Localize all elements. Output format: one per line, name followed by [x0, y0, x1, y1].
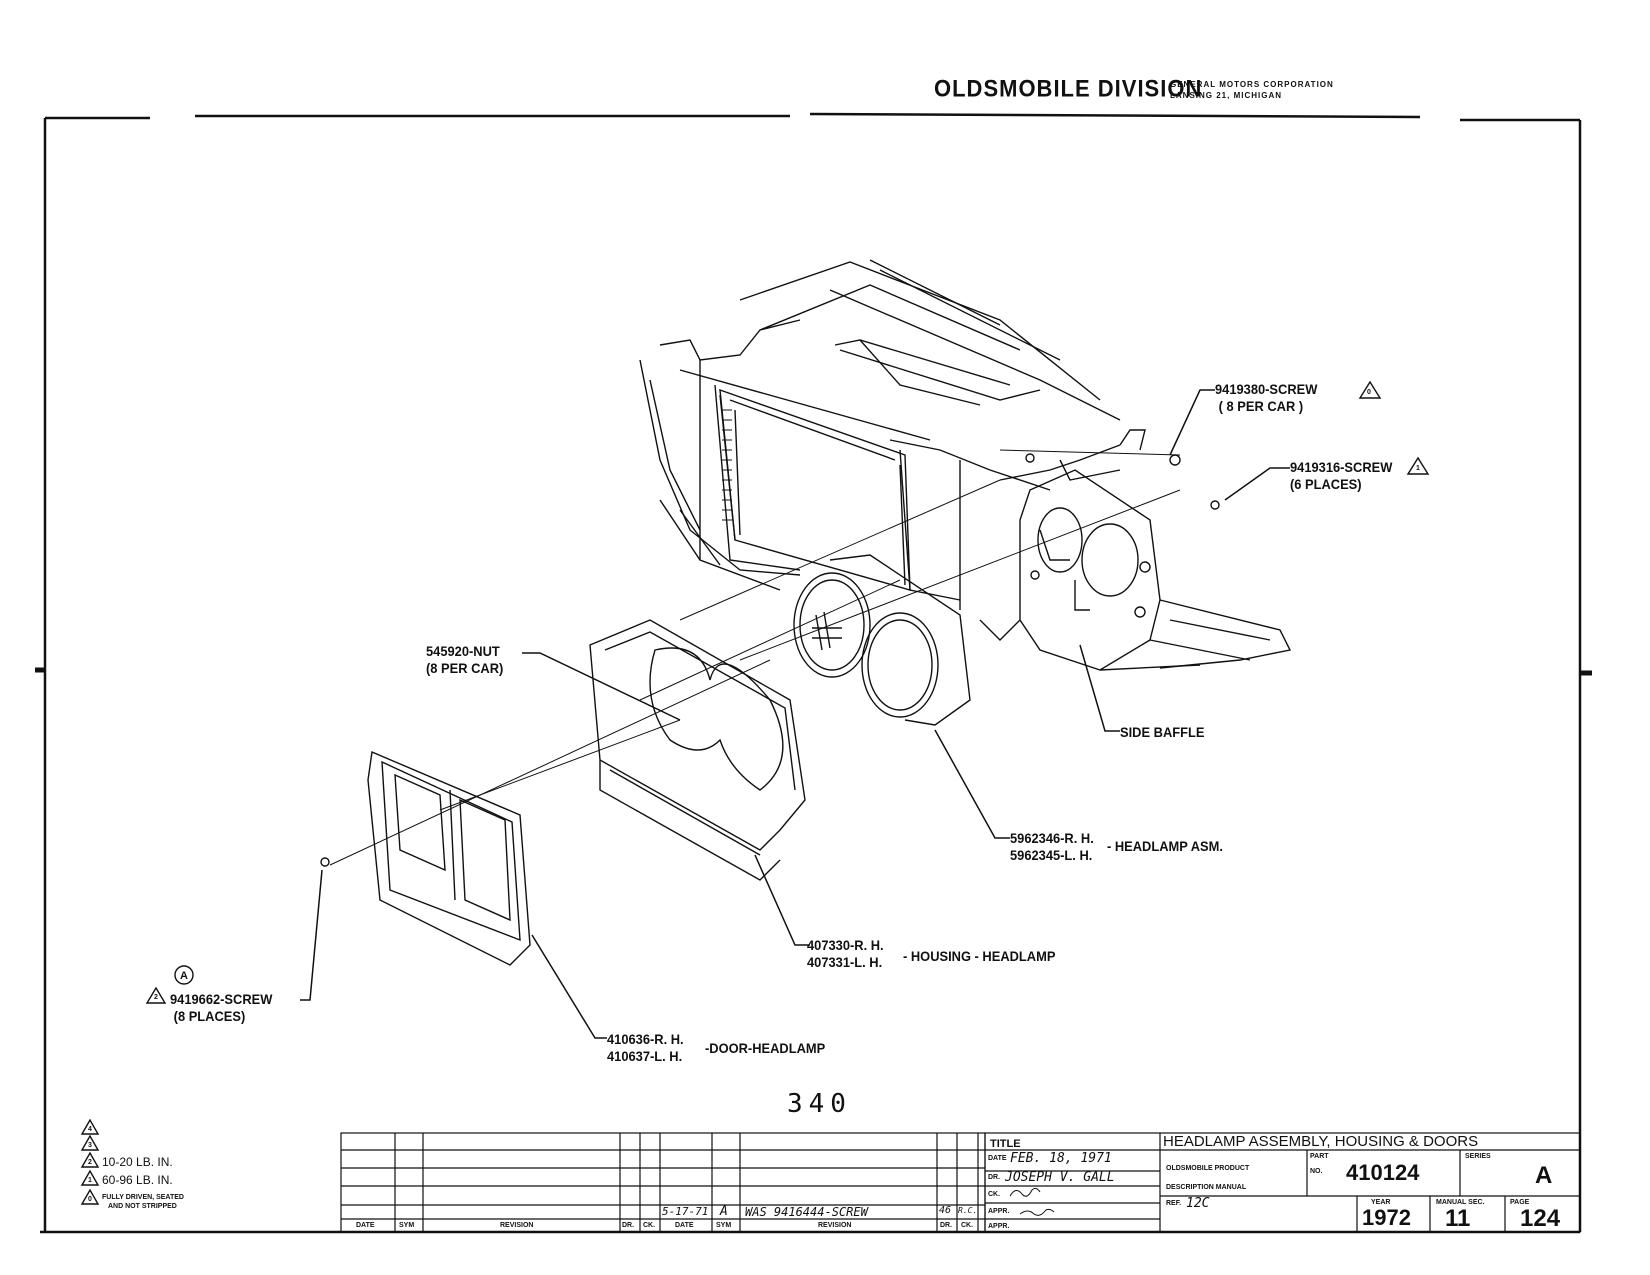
callout-circle-letter: A — [180, 970, 188, 982]
approved-label: APPR. — [988, 1208, 1010, 1215]
series-label: SERIES — [1465, 1153, 1491, 1160]
callout-quantity: (8 PER CAR) — [426, 660, 504, 676]
door-bezel-drawing — [367, 750, 531, 966]
fasteners — [320, 453, 1220, 867]
legend-symbol-3: 3 — [88, 1142, 92, 1149]
ref-label: REF. — [1166, 1200, 1182, 1207]
part-label: PART — [1310, 1153, 1329, 1160]
rev-header-ck: CK. — [643, 1222, 656, 1229]
revision-grid — [340, 1132, 986, 1233]
body-structure — [639, 259, 1292, 671]
callout-housing-name: - HOUSING - HEADLAMP — [903, 948, 1056, 964]
year-value: 1972 — [1362, 1205, 1411, 1230]
headlamp-assembly-drawing — [793, 554, 971, 726]
alignment-lines — [329, 449, 1181, 866]
part-no-label: NO. — [1310, 1168, 1323, 1175]
callout-screw-9419316: 9419316-SCREW (6 PLACES) — [1290, 459, 1392, 493]
series-letter: A — [1535, 1162, 1553, 1189]
callout-screw-9419380: 9419380-SCREW ( 8 PER CAR ) — [1215, 381, 1317, 415]
grille-lines — [722, 409, 732, 521]
checked-label: CK. — [988, 1191, 1001, 1198]
drawn-by-label: DR. — [988, 1174, 1001, 1181]
division-title: OLDSMOBILE DIVISION — [934, 74, 1203, 103]
torque-symbol-0: 0 — [1367, 389, 1371, 396]
rev-entry-dr: 46 — [939, 1205, 952, 1216]
callout-quantity: (6 PLACES) — [1290, 476, 1362, 492]
corporation-name: GENERAL MOTORS CORPORATION — [1170, 80, 1334, 89]
page-value: 124 — [1520, 1205, 1561, 1232]
legend-symbol-4: 4 — [88, 1126, 92, 1133]
drawing-date: FEB. 18, 1971 — [1010, 1151, 1112, 1166]
rev-header-date-2: DATE — [675, 1222, 694, 1229]
approved-label-2: APPR. — [988, 1223, 1010, 1230]
rev-header-ck-2: CK. — [961, 1222, 974, 1229]
drawn-by: JOSEPH V. GALL — [1005, 1170, 1115, 1185]
callout-door: 410636-R. H. 410637-L. H. — [607, 1031, 684, 1065]
callout-part-number: 9419380-SCREW — [1215, 381, 1318, 397]
callout-headlamp-name: - HEADLAMP ASM. — [1107, 838, 1223, 854]
legend-torque-2: 10-20 LB. IN. — [102, 1155, 173, 1169]
corporation-location: LANSING 21, MICHIGAN — [1170, 91, 1283, 100]
callout-nut-545920: 545920-NUT (8 PER CAR) — [426, 643, 503, 677]
drawing-title: HEADLAMP ASSEMBLY, HOUSING & DOORS — [1163, 1133, 1479, 1150]
rev-header-date: DATE — [356, 1222, 375, 1229]
part-number: 410124 — [1346, 1160, 1420, 1185]
manual-section-value: 11 — [1445, 1205, 1471, 1232]
title-block-grid — [984, 1132, 1581, 1233]
legend-not-stripped: AND NOT STRIPPED — [108, 1203, 177, 1210]
legend-symbol-1: 1 — [88, 1177, 92, 1184]
callout-side-baffle: SIDE BAFFLE — [1120, 724, 1204, 741]
page-stamp: 340 — [787, 1089, 852, 1119]
torque-symbol-1: 1 — [1416, 465, 1420, 472]
rev-entry-date: 5-17-71 — [662, 1205, 709, 1218]
callout-rh-part: 5962346-R. H. — [1010, 830, 1094, 846]
date-label: DATE — [988, 1155, 1007, 1162]
callout-symbols — [145, 380, 1430, 1004]
rev-header-dr: DR. — [622, 1222, 635, 1229]
callout-screw-9419662: 9419662-SCREW (8 PLACES) — [170, 991, 272, 1025]
callout-quantity: (8 PLACES) — [173, 1008, 246, 1024]
callout-quantity: ( 8 PER CAR ) — [1218, 398, 1304, 414]
callout-lh-part: 5962345-L. H. — [1010, 847, 1093, 863]
rev-entry-ck: R.C. — [958, 1206, 978, 1215]
drawing-border — [35, 112, 1592, 1234]
manual-section-label: MANUAL SEC. — [1436, 1199, 1485, 1206]
callout-headlamp-asm: 5962346-R. H. 5962345-L. H. — [1010, 830, 1094, 864]
callout-lh-part: 407331-L. H. — [807, 954, 883, 970]
rev-header-revision: REVISION — [500, 1222, 534, 1229]
torque-symbol-2: 2 — [154, 994, 158, 1001]
manual-name-1: OLDSMOBILE PRODUCT — [1166, 1165, 1250, 1172]
legend-symbol-2: 2 — [88, 1159, 92, 1166]
callout-door-name: -DOOR-HEADLAMP — [705, 1040, 826, 1056]
page-label: PAGE — [1510, 1199, 1530, 1206]
housing-drawing — [589, 619, 806, 881]
ref-value: 12C — [1186, 1196, 1210, 1211]
callout-part-number: 9419662-SCREW — [170, 991, 273, 1007]
rev-header-sym-2: SYM — [716, 1222, 732, 1229]
legend-fully-driven: FULLY DRIVEN, SEATED — [102, 1194, 184, 1201]
rev-header-revision-2: REVISION — [818, 1222, 852, 1229]
legend-symbol-0: 0 — [88, 1196, 92, 1203]
year-label: YEAR — [1371, 1199, 1391, 1206]
callout-lh-part: 410637-L. H. — [607, 1048, 683, 1064]
legend-torque-1: 60-96 LB. IN. — [102, 1173, 173, 1187]
callout-rh-part: 407330-R. H. — [807, 937, 884, 953]
callout-housing: 407330-R. H. 407331-L. H. — [807, 937, 884, 971]
callout-rh-part: 410636-R. H. — [607, 1031, 684, 1047]
callout-part-number: 545920-NUT — [426, 643, 500, 659]
legend-triangles — [80, 1118, 100, 1205]
callout-part-name: SIDE BAFFLE — [1120, 724, 1205, 740]
title-label: TITLE — [990, 1138, 1021, 1150]
manual-name-2: DESCRIPTION MANUAL — [1166, 1184, 1247, 1191]
callout-part-number: 9419316-SCREW — [1290, 459, 1393, 475]
rev-header-sym: SYM — [399, 1222, 415, 1229]
rev-header-dr-2: DR. — [940, 1222, 953, 1229]
rev-entry-sym: A — [720, 1204, 728, 1219]
leader-lines — [300, 389, 1290, 1039]
rev-entry-revision: WAS 9416444-SCREW — [745, 1205, 868, 1219]
